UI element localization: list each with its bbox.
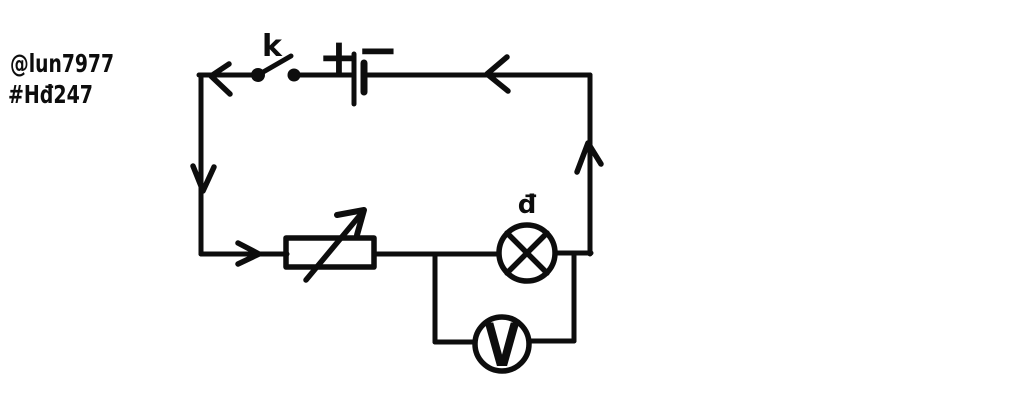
current-arrow-top-left-icon xyxy=(208,61,233,97)
rheostat-arrow-shaft xyxy=(303,211,364,283)
watermark-line2: #Hđ247 xyxy=(8,80,93,109)
battery-positive-label: + xyxy=(318,28,360,86)
switch-contact-left-dot xyxy=(251,68,265,82)
current-arrow-left-down-icon xyxy=(190,163,217,194)
current-arrow-right-up-icon xyxy=(574,140,604,175)
rheostat-body xyxy=(283,235,377,270)
current-arrow-bottom-right-icon xyxy=(235,240,262,267)
switch-contact-right-dot xyxy=(287,68,301,82)
voltmeter-circle xyxy=(472,314,532,374)
battery-negative-label: − xyxy=(357,21,399,79)
switch-contacts xyxy=(251,68,301,82)
switch-label: k xyxy=(262,29,283,64)
watermark-line1: @lun7977 xyxy=(10,49,114,78)
lamp-cross-stroke-2 xyxy=(504,230,550,276)
current-arrow-top-right-icon xyxy=(484,54,511,94)
rheostat-arrowhead-icon xyxy=(334,207,367,238)
label-group: @lun7977 #Hđ247 k + − đ V xyxy=(8,21,537,381)
lamp-label: đ xyxy=(518,190,537,220)
wire-group xyxy=(190,51,604,374)
voltmeter-letter: V xyxy=(485,311,520,381)
